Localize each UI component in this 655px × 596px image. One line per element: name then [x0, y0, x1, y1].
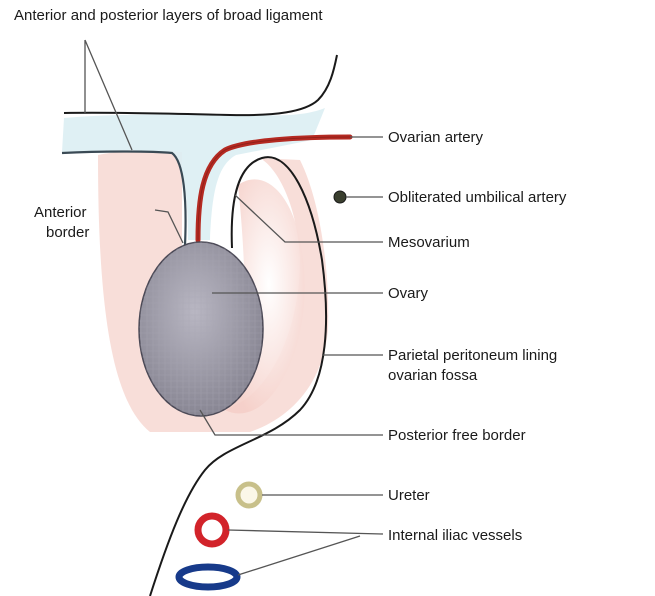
label-parietal-peritoneum-line2: ovarian fossa [388, 367, 478, 384]
label-internal-iliac-vessels: Internal iliac vessels [388, 527, 522, 544]
leader-iliac-artery [228, 530, 383, 534]
internal-iliac-vein [179, 567, 237, 587]
leader-iliac-vein [238, 536, 360, 575]
obliterated-umbilical-artery [334, 191, 346, 203]
label-anterior-border-line1: Anterior [34, 204, 87, 221]
ureter [238, 484, 260, 506]
label-broad-ligament: Anterior and posterior layers of broad l… [14, 7, 323, 24]
label-posterior-free-border: Posterior free border [388, 427, 526, 444]
label-mesovarium: Mesovarium [388, 234, 470, 251]
label-parietal-peritoneum-line1: Parietal peritoneum lining [388, 347, 557, 364]
internal-iliac-artery [198, 516, 226, 544]
label-ureter: Ureter [388, 487, 430, 504]
label-ovary: Ovary [388, 285, 429, 302]
label-ovarian-artery: Ovarian artery [388, 129, 484, 146]
ovary-texture [139, 242, 263, 416]
label-obliterated-umbilical-artery: Obliterated umbilical artery [388, 189, 567, 206]
label-anterior-border-line2: border [46, 224, 89, 241]
